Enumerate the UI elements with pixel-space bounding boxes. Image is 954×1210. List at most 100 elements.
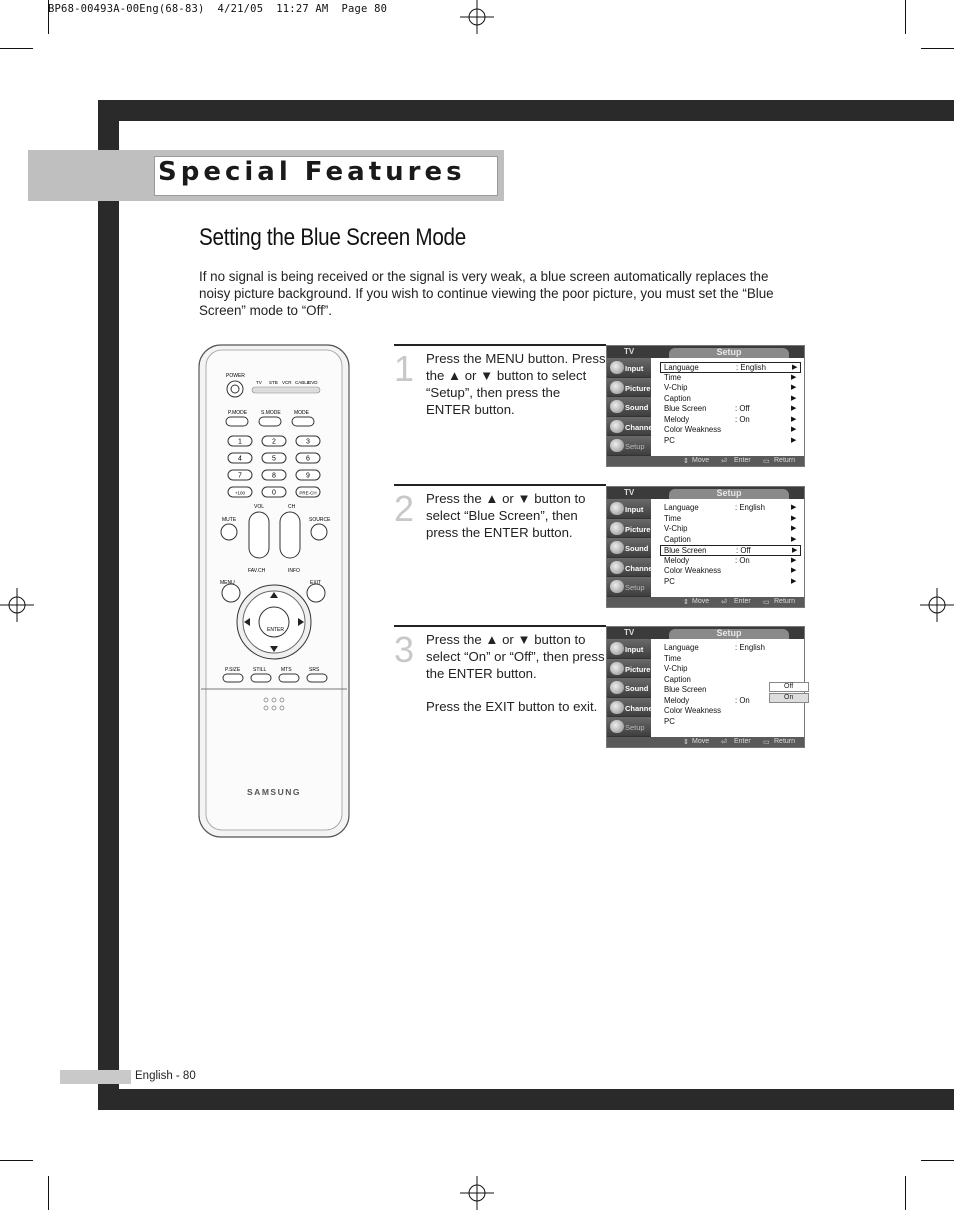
osd-sidebar-label: Channel	[625, 422, 655, 432]
osd-sidebar-label: Picture	[625, 524, 651, 534]
menu-icon	[610, 419, 624, 433]
step-3: 3 Press the ▲ or ▼ button to select “On”…	[394, 625, 606, 755]
digit-label: +100	[235, 491, 246, 496]
osd-menu-list: Language: English▶Time▶V-Chip▶Caption▶Bl…	[651, 358, 804, 456]
osd-sidebar-item: Setup	[607, 436, 651, 456]
digit-label: 6	[306, 456, 310, 463]
osd-menu-row: Color Weakness▶	[651, 425, 804, 436]
osd-sidebar-item: Channel	[607, 697, 655, 718]
osd-row-value: : English	[736, 363, 766, 372]
osd-tv-label: TV	[624, 347, 635, 356]
osd-row-name: Melody	[664, 555, 690, 565]
step-instructions: Press the ▲ or ▼ button to select “On” o…	[426, 631, 606, 731]
osd-menu-row: V-Chip	[651, 664, 804, 675]
osd-footer-enter: Enter	[734, 457, 751, 464]
osd-row-name: Time	[664, 513, 682, 523]
digit-label: 7	[238, 473, 242, 480]
mode-label: VCR	[282, 380, 292, 385]
page-heading: Setting the Blue Screen Mode	[199, 224, 467, 251]
crop-mark	[921, 48, 954, 49]
osd-row-name: Blue Screen	[664, 404, 707, 413]
osd-tv-label: TV	[624, 628, 635, 637]
osd-sidebar-label: Picture	[625, 383, 651, 393]
osd-sidebar-item: Setup	[607, 577, 651, 597]
step-instructions: Press the ▲ or ▼ button to select “Blue …	[426, 490, 606, 557]
arrow-right-icon: ▶	[791, 577, 797, 585]
osd-row-name: Color Weakness	[664, 566, 722, 575]
digit-key	[295, 435, 321, 447]
menu-icon	[610, 580, 624, 594]
svg-text:EXIT: EXIT	[310, 580, 321, 586]
mode-label: DVD	[308, 380, 318, 385]
bottom-frame-bar	[98, 1089, 954, 1110]
svg-text:FAV.CH: FAV.CH	[248, 568, 266, 574]
osd-row-value: : On	[735, 695, 750, 705]
digit-key	[227, 452, 253, 464]
arrow-right-icon: ▶	[791, 394, 797, 402]
registration-mark-icon	[460, 1176, 494, 1210]
osd-menu-row: Color Weakness	[651, 706, 804, 717]
osd-menu-row: Melody: On▶	[651, 415, 804, 426]
osd-sidebar-item: Sound	[607, 397, 651, 417]
svg-text:CH: CH	[288, 504, 296, 510]
step-1: 1 Press the MENU button. Press the ▲ or …	[394, 344, 606, 474]
osd-menu-row: Language: English	[651, 643, 804, 654]
svg-text:INFO: INFO	[288, 568, 300, 574]
digit-label: 3	[306, 439, 310, 446]
osd-menu-row: Blue Screen	[651, 685, 804, 696]
key-label: MODE	[294, 410, 310, 416]
arrow-right-icon: ▶	[791, 567, 797, 574]
osd-row-name: Color Weakness	[664, 706, 722, 715]
osd-row-value: : On	[735, 414, 750, 424]
step-text: Press the MENU button. Press the ▲ or ▼ …	[426, 351, 606, 417]
svg-text:VOL: VOL	[254, 504, 264, 510]
registration-mark-icon	[460, 0, 494, 34]
key-label: P.MODE	[228, 410, 248, 416]
osd-sidebar-item: Sound	[607, 538, 651, 558]
osd-sidebar-item: Picture	[607, 658, 651, 679]
osd-menu-row: Melody: On▶	[651, 556, 804, 567]
crop-mark	[48, 0, 49, 34]
crop-mark	[0, 1160, 33, 1161]
osd-row-name: Melody	[664, 695, 690, 705]
osd-menu-row: Caption▶	[651, 535, 804, 546]
osd-sidebar-item: Channel	[607, 416, 655, 437]
key-label: STILL	[253, 667, 267, 673]
digit-key	[261, 435, 287, 447]
osd-menu-row: Language: English▶	[660, 362, 801, 373]
left-frame-bar	[98, 100, 119, 1110]
step-number: 1	[394, 348, 415, 389]
step-number: 2	[394, 488, 415, 529]
arrow-right-icon: ▶	[791, 426, 797, 433]
menu-icon	[610, 521, 624, 535]
osd-row-name: Caption	[664, 393, 691, 403]
menu-icon	[610, 380, 624, 394]
osd-row-value: : Off	[735, 404, 750, 413]
move-icon: ⇕	[683, 739, 689, 746]
osd-sidebar-item: Input	[607, 639, 651, 659]
osd-menu-row: PC▶	[651, 436, 804, 447]
osd-row-value: : English	[735, 643, 765, 652]
digit-key	[261, 469, 287, 481]
osd-footer-move: Move	[692, 738, 710, 745]
menu-icon	[610, 560, 624, 574]
crop-mark	[921, 1160, 954, 1161]
osd-menu-row: Caption ▶	[651, 394, 804, 405]
digit-key	[295, 486, 321, 498]
key	[258, 416, 282, 427]
registration-mark-icon	[920, 588, 954, 622]
osd-row-name: Language	[664, 503, 699, 512]
osd-row-value: : Off	[736, 546, 751, 555]
osd-menu-row: Time	[651, 654, 804, 665]
mode-label: CABLE	[295, 380, 310, 385]
menu-icon	[610, 700, 624, 714]
osd-title: Setup	[716, 488, 742, 498]
osd-sidebar-label: Channel	[625, 703, 655, 713]
osd-footer-return: Return	[774, 457, 796, 464]
osd-sidebar-item: Channel	[607, 557, 655, 578]
digit-label: 4	[238, 456, 242, 463]
enter-icon: ⏎	[721, 599, 727, 606]
